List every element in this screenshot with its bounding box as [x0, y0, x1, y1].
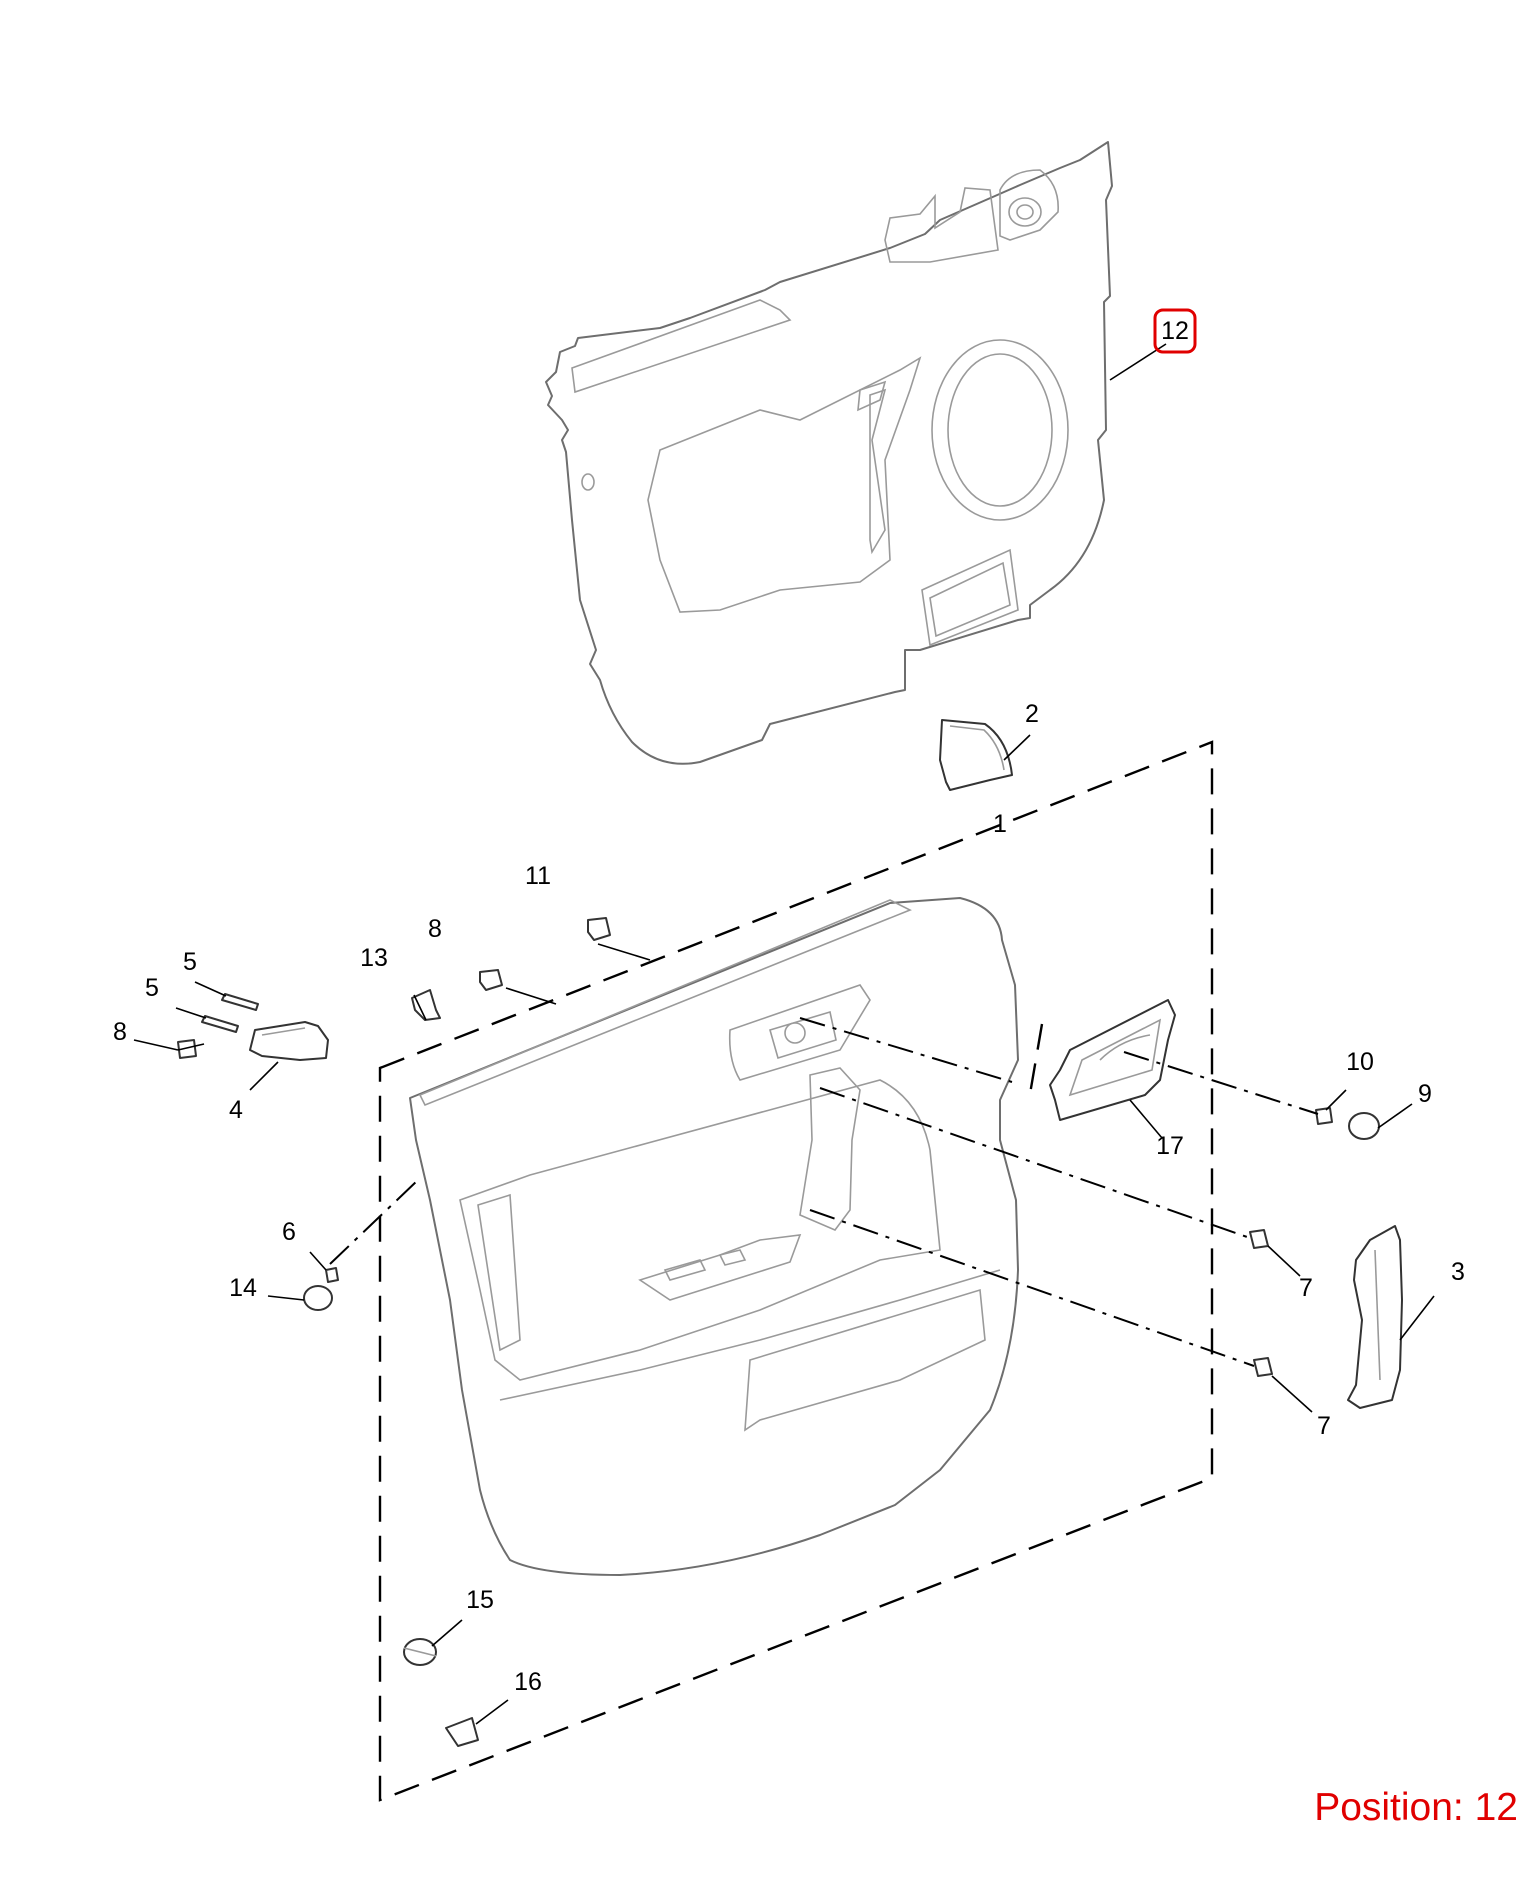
callout-8-upper[interactable]: 8 [428, 915, 442, 943]
part-6-screw[interactable] [325, 1267, 339, 1283]
callout-11[interactable]: 11 [525, 862, 551, 890]
part-1-door-trim-panel[interactable] [409, 897, 1019, 1576]
callout-3[interactable]: 3 [1451, 1258, 1465, 1286]
callout-14[interactable]: 14 [229, 1274, 257, 1302]
callout-17[interactable]: 17 [1156, 1132, 1184, 1160]
part-14-cap[interactable] [303, 1285, 333, 1311]
callout-9[interactable]: 9 [1418, 1080, 1432, 1108]
callout-10[interactable]: 10 [1346, 1048, 1374, 1076]
callout-1[interactable]: 1 [993, 810, 1007, 838]
callout-5-upper[interactable]: 5 [183, 948, 197, 976]
part-17-inner-handle-bezel[interactable] [1049, 999, 1176, 1121]
callout-15[interactable]: 15 [466, 1586, 494, 1614]
part-7-screw-upper[interactable] [1249, 1229, 1269, 1249]
part-12-insulator-panel[interactable] [545, 141, 1113, 765]
part-10-screw[interactable] [1315, 1107, 1333, 1125]
part-7-screw-lower[interactable] [1253, 1357, 1273, 1377]
callout-7-upper[interactable]: 7 [1299, 1274, 1313, 1302]
callout-2[interactable]: 2 [1025, 700, 1039, 728]
part-13-retainer-clip[interactable] [411, 989, 441, 1021]
part-8-clip-lower[interactable] [177, 1039, 197, 1059]
part-11-clip[interactable] [587, 917, 611, 941]
part-3-pull-handle[interactable] [1347, 1225, 1403, 1409]
callout-5-lower[interactable]: 5 [145, 974, 159, 1002]
part-16-push-pin[interactable] [445, 1717, 479, 1747]
callout-4[interactable]: 4 [229, 1096, 243, 1124]
part-5-screw-upper[interactable] [221, 993, 259, 1011]
callout-13[interactable]: 13 [360, 944, 388, 972]
alignment-lines [329, 1017, 1319, 1367]
part-8-clip-upper[interactable] [479, 969, 503, 991]
part-5-screw-lower[interactable] [201, 1015, 239, 1033]
callout-8-lower[interactable]: 8 [113, 1018, 127, 1046]
part-2-mirror-trim-cap[interactable] [939, 719, 1013, 791]
position-label: Position: 12 [1314, 1786, 1518, 1829]
highlight-box-12 [1153, 308, 1197, 354]
part-15-push-pin[interactable] [403, 1638, 437, 1666]
callout-12[interactable]: 12 [1161, 317, 1189, 345]
part-4-switch-bracket[interactable] [249, 1021, 329, 1061]
callout-16[interactable]: 16 [514, 1668, 542, 1696]
callouts: 12 2 1 11 8 13 5 5 8 4 6 14 10 9 17 7 3 … [113, 308, 1465, 1696]
part-9-cap[interactable] [1348, 1112, 1380, 1140]
callout-7-lower[interactable]: 7 [1317, 1412, 1331, 1440]
callout-6[interactable]: 6 [282, 1218, 296, 1246]
assembly-boundary [378, 740, 1214, 1802]
